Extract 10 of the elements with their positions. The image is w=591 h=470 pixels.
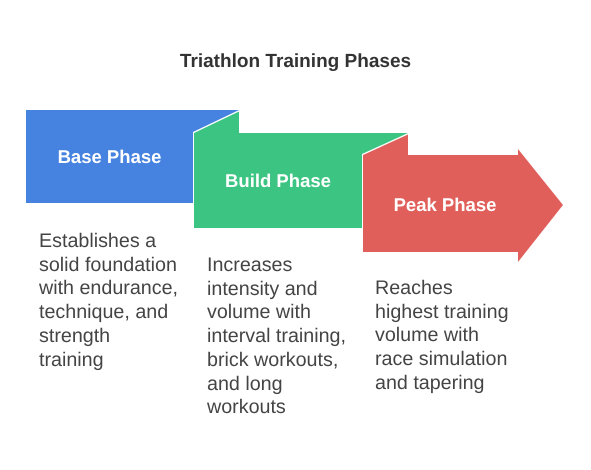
phase-box: [26, 110, 193, 203]
diagram-title: Triathlon Training Phases: [180, 50, 412, 74]
phase-title: Base Phase: [58, 146, 162, 168]
phase-description: Establishes a solid foundation with endurance, technique, and strength training: [39, 230, 179, 372]
phase-description: Increases intensity and volume with interval training, brick workouts, and long workouts: [207, 254, 347, 420]
phase-description: Reaches highest training volume with race simulation and tapering: [375, 277, 510, 396]
phase-title: Build Phase: [225, 170, 331, 192]
phase-box: [194, 133, 362, 228]
phase-arrow: [363, 149, 564, 262]
phase-title: Peak Phase: [394, 194, 496, 216]
